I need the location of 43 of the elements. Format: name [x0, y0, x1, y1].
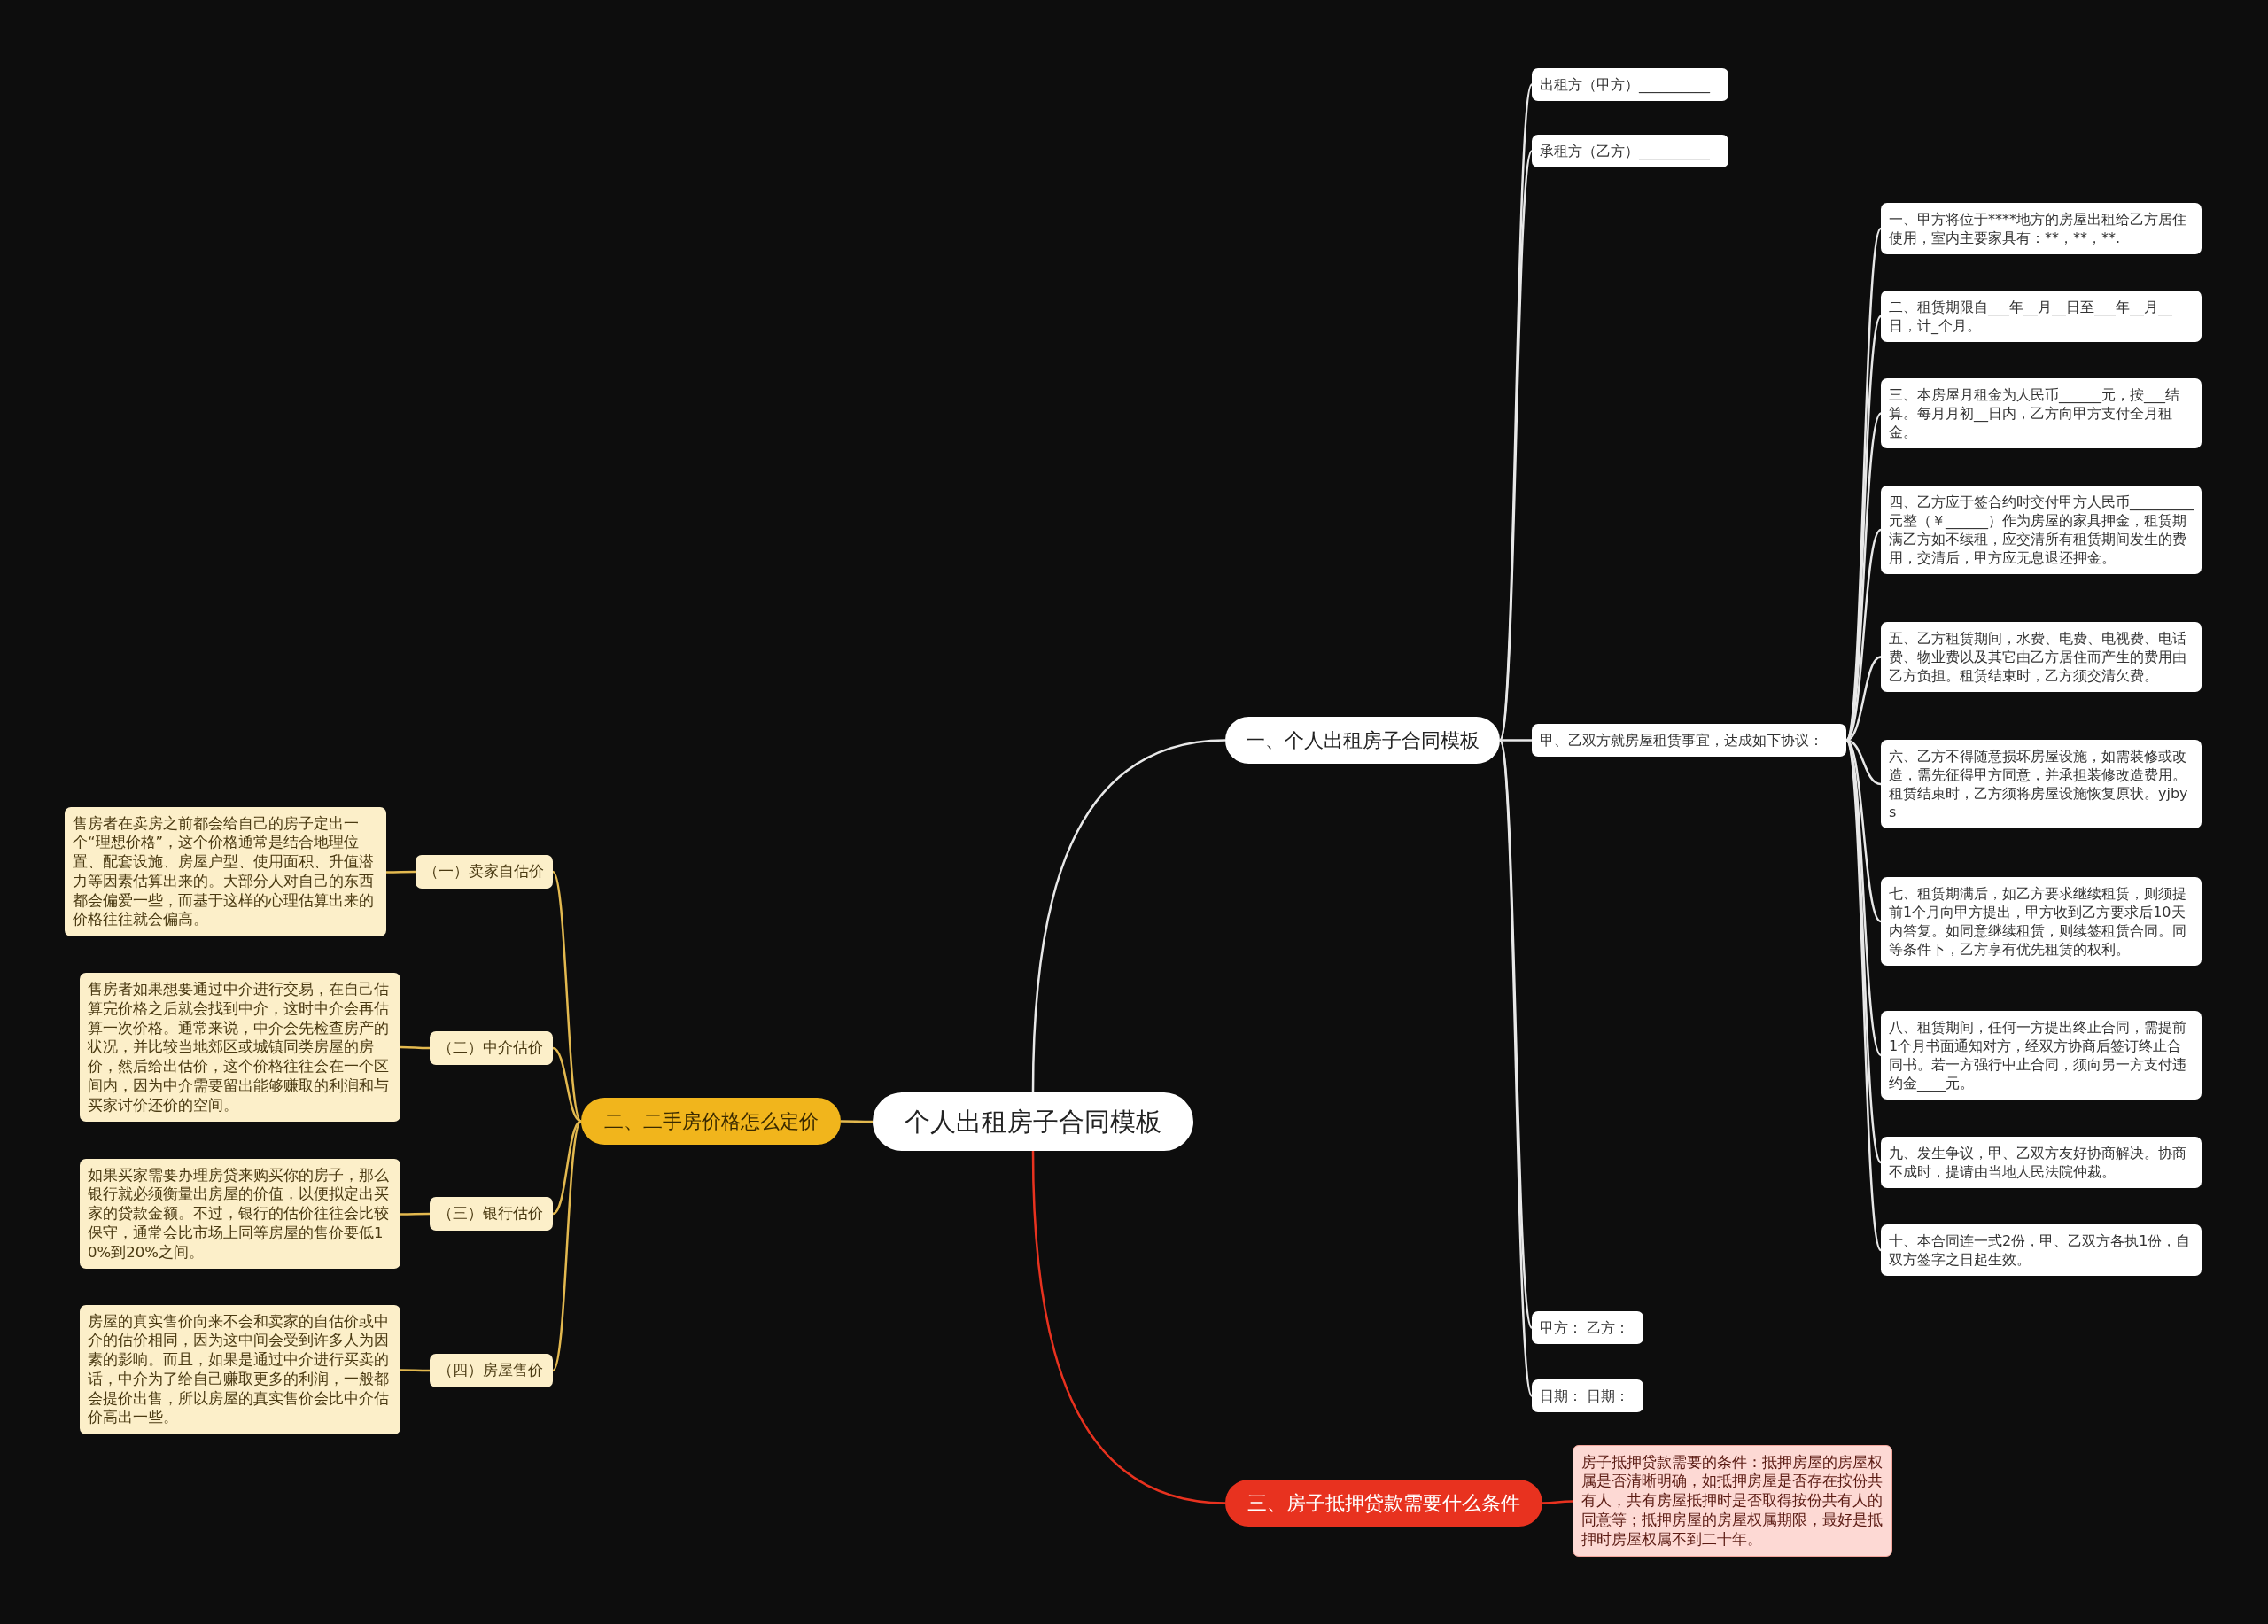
- connector-line: [400, 1369, 430, 1372]
- description-box: 如果买家需要办理房贷来购买你的房子，那么银行就必须衡量出房屋的价值，以便拟定出买家的贷款金额。不过，银行的估价往往会比较保守，通常会比市场上同等房屋的售价要低10%到20%之间。: [80, 1158, 400, 1270]
- subtopic-box: （二）中介估价: [430, 1031, 553, 1065]
- connector-line: [552, 1120, 582, 1216]
- clause-box: 九、发生争议，甲、乙双方友好协商解决。协商不成时，提请由当地人民法院仲裁。: [1881, 1137, 2202, 1189]
- text-box: 甲、乙双方就房屋租赁事宜，达成如下协议：: [1532, 723, 1846, 757]
- description-box: 售房者在卖房之前都会给自己的房子定出一个“理想价格”，这个价格通常是结合地理位置、配套设施、房屋户型、使用面积、升值潜力等因素估算出来的。大部分人对自己的东西都会偏爱一些，而基于这样的心理估算出来的价格往往就会偏高。: [65, 806, 386, 937]
- topic-box: 二、二手房价格怎么定价: [581, 1097, 841, 1145]
- text-box: 甲方： 乙方：: [1532, 1310, 1643, 1344]
- clause-box: 二、租赁期限自___年__月__日至___年__月__日，计_个月。: [1881, 291, 2202, 343]
- clause-box: 八、租赁期间，任何一方提出终止合同，需提前1个月书面通知对方，经双方协商后签订终止合同书。若一方强行中止合同，须向另一方支付违约金____元。: [1881, 1011, 2202, 1100]
- connector-line: [1542, 1500, 1573, 1504]
- description-box: 房屋的真实售价向来不会和卖家的自估价或中介的估价相同，因为这中间会受到许多人为因素的影响。而且，如果是通过中介进行买卖的话，中介为了给自己赚取更多的利润，一般都会提价出售，所以房屋的真实售价会比中介估价高出一些。: [80, 1304, 400, 1435]
- connector-line: [841, 1120, 873, 1123]
- clause-box: 十、本合同连一式2份，甲、乙双方各执1份，自双方签字之日起生效。: [1881, 1224, 2202, 1277]
- subtopic-box: （三）银行估价: [430, 1197, 553, 1231]
- connector-line: [1031, 739, 1226, 1093]
- text-box: 出租方（甲方）__________: [1532, 67, 1728, 101]
- subtopic-box: （四）房屋售价: [430, 1354, 553, 1387]
- subtopic-box: （一）卖家自估价: [416, 855, 553, 889]
- text-box: 日期： 日期：: [1532, 1379, 1643, 1412]
- connector-line: [551, 871, 583, 1123]
- connector-line: [551, 1120, 583, 1371]
- connector-line: [1845, 740, 1883, 1251]
- clause-box: 一、甲方将位于****地方的房屋出租给乙方居住使用，室内主要家具有：**，**，**.: [1881, 203, 2202, 255]
- clause-box: 七、租赁期满后，如乙方要求继续租赁，则须提前1个月向甲方提出，甲方收到乙方要求后10天内答复。如同意继续租赁，则续签租赁合同。同等条件下，乙方享有优先租赁的权利。: [1881, 877, 2202, 967]
- clause-box: 五、乙方租赁期间，水费、电费、电视费、电话费、物业费以及其它由乙方居住而产生的费用由乙方负担。租赁结束时，乙方须交清欠费。: [1881, 621, 2202, 692]
- connector-line: [1500, 739, 1532, 742]
- topic-box: 三、房子抵押贷款需要什么条件: [1225, 1479, 1542, 1527]
- clause-box: 四、乙方应于签合约时交付甲方人民币_________元整（￥______）作为房屋的家具押金，租赁期满乙方如不续租，应交清所有租赁期间发生的费用，交清后，甲方应无息退还押金。: [1881, 486, 2202, 575]
- connector-line: [1845, 228, 1883, 741]
- description-box: 售房者如果想要通过中介进行交易，在自己估算完价格之后就会找到中介，这时中介会再估算一次价格。通常来说，中介会先检查房产的状况，并比较当地郊区或城镇同类房屋的房价，然后给出估价，这个价格往往会在一个区间内，因为中介需要留出能够赚取的利润和与买家讨价还价的空间。: [80, 973, 400, 1123]
- description-box: 房子抵押贷款需要的条件：抵押房屋的房屋权属是否清晰明确，如抵押房屋是否存在按份共有人，共有房屋抵押时是否取得按份共有人的同意等；抵押房屋的房屋权属期限，最好是抵押时房屋权属不到二十年。: [1573, 1444, 1892, 1558]
- central-topic: 个人出租房子合同模板: [873, 1092, 1193, 1152]
- connector-line: [1031, 1150, 1226, 1504]
- text-box: 承租方（乙方）__________: [1532, 134, 1728, 167]
- connector-line: [400, 1212, 430, 1216]
- clause-box: 六、乙方不得随意损坏房屋设施，如需装修或改造，需先征得甲方同意，并承担装修改造费用。租赁结束时，乙方须将房屋设施恢复原状。yjbys: [1881, 740, 2202, 829]
- connector-line: [386, 870, 416, 874]
- topic-box: 一、个人出租房子合同模板: [1225, 716, 1500, 764]
- connector-line: [400, 1045, 430, 1050]
- connector-line: [552, 1046, 582, 1123]
- clause-box: 三、本房屋月租金为人民币______元，按___结算。每月月初__日内，乙方向甲方支付全月租金。: [1881, 377, 2202, 448]
